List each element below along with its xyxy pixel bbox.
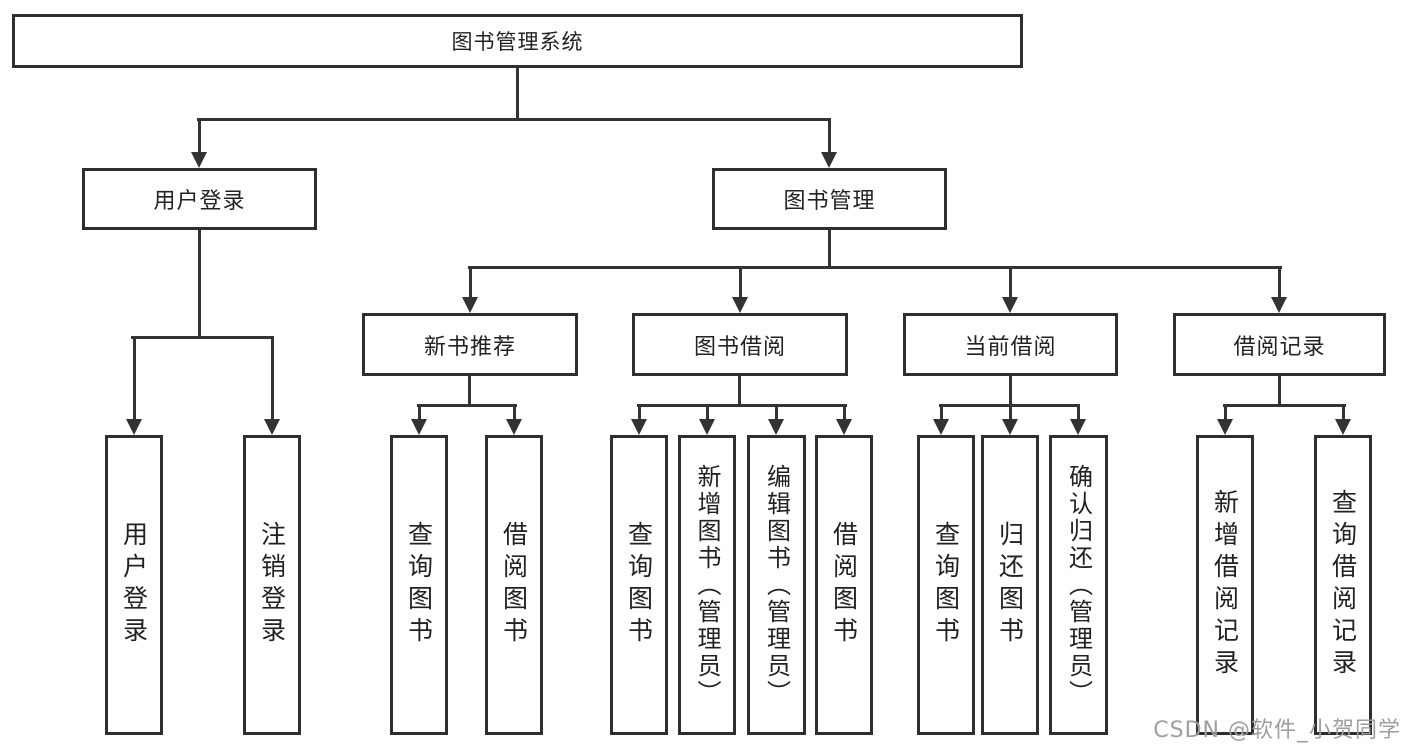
leaf-add-borrow-record: 新增借阅记录 xyxy=(1196,435,1254,735)
leaf-query-book-borrow: 查询图书 xyxy=(610,435,668,735)
arrow-stem xyxy=(939,407,943,419)
arrow-stem xyxy=(842,407,846,419)
connector-line xyxy=(1223,404,1346,407)
connector-arrow xyxy=(699,407,715,435)
connector-arrow xyxy=(732,269,748,313)
arrow-head-icon xyxy=(836,419,852,435)
arrow-head-icon xyxy=(1335,419,1351,435)
connector-line xyxy=(1009,376,1012,407)
arrow-stem xyxy=(468,269,472,297)
connector-line xyxy=(828,230,831,269)
connector-arrow xyxy=(1002,407,1018,435)
connector-arrow xyxy=(264,339,280,435)
arrow-stem xyxy=(1277,269,1281,297)
connector-arrow xyxy=(631,407,647,435)
arrow-head-icon xyxy=(821,152,837,168)
connector-arrow xyxy=(836,407,852,435)
leaf-confirm-return-admin: 确认归还（管理员） xyxy=(1049,435,1108,735)
arrow-head-icon xyxy=(1002,297,1018,313)
arrow-stem xyxy=(417,407,421,419)
arrow-head-icon xyxy=(768,419,784,435)
arrow-stem xyxy=(1008,407,1012,419)
arrow-head-icon xyxy=(732,297,748,313)
arrow-head-icon xyxy=(462,297,478,313)
branch-book-management: 图书管理 xyxy=(712,168,947,230)
leaf-query-borrow-record: 查询借阅记录 xyxy=(1314,435,1372,735)
module-book-borrow: 图书借阅 xyxy=(632,313,848,376)
connector-arrow xyxy=(933,407,949,435)
connector-arrow xyxy=(506,407,522,435)
root-node: 图书管理系统 xyxy=(12,14,1023,68)
connector-arrow xyxy=(1002,269,1018,313)
leaf-query-book-current: 查询图书 xyxy=(917,435,975,735)
arrow-stem xyxy=(1341,407,1345,419)
leaf-logout: 注销登录 xyxy=(243,435,301,735)
leaf-borrow-book-recommend: 借阅图书 xyxy=(485,435,543,735)
connector-arrow xyxy=(1217,407,1233,435)
connector-arrow xyxy=(462,269,478,313)
arrow-head-icon xyxy=(1002,419,1018,435)
arrow-head-icon xyxy=(699,419,715,435)
leaf-query-book-recommend: 查询图书 xyxy=(390,435,448,735)
arrow-head-icon xyxy=(191,152,207,168)
connector-line xyxy=(131,336,274,339)
arrow-stem xyxy=(738,269,742,297)
arrow-stem xyxy=(270,339,274,419)
arrow-stem xyxy=(197,121,201,152)
arrow-stem xyxy=(827,121,831,152)
connector-arrow xyxy=(191,121,207,168)
arrow-head-icon xyxy=(411,419,427,435)
module-current-borrow: 当前借阅 xyxy=(903,313,1118,376)
arrow-stem xyxy=(705,407,709,419)
leaf-return-book: 归还图书 xyxy=(981,435,1039,735)
module-borrow-record: 借阅记录 xyxy=(1173,313,1386,376)
arrow-head-icon xyxy=(126,419,142,435)
connector-line xyxy=(468,266,1282,269)
arrow-head-icon xyxy=(506,419,522,435)
connector-arrow xyxy=(1070,407,1086,435)
connector-arrow xyxy=(126,339,142,435)
arrow-head-icon xyxy=(264,419,280,435)
leaf-add-book-admin: 新增图书（管理员） xyxy=(678,435,736,735)
connector-line xyxy=(468,376,471,407)
arrow-head-icon xyxy=(1217,419,1233,435)
connector-arrow xyxy=(768,407,784,435)
arrow-stem xyxy=(512,407,516,419)
arrow-head-icon xyxy=(1070,419,1086,435)
arrow-stem xyxy=(774,407,778,419)
connector-line xyxy=(939,404,1080,407)
arrow-head-icon xyxy=(1271,297,1287,313)
leaf-borrow-book: 借阅图书 xyxy=(815,435,873,735)
connector-arrow xyxy=(1335,407,1351,435)
connector-line xyxy=(516,68,519,121)
leaf-user-login: 用户登录 xyxy=(105,435,163,735)
connector-line xyxy=(637,404,847,407)
connector-line xyxy=(1278,376,1281,407)
arrow-head-icon xyxy=(631,419,647,435)
connector-line xyxy=(198,230,201,339)
module-new-book-recommend: 新书推荐 xyxy=(362,313,578,376)
arrow-stem xyxy=(1008,269,1012,297)
arrow-stem xyxy=(132,339,136,419)
csdn-watermark: CSDN @软件_小贺同学 xyxy=(1153,718,1401,743)
connector-line xyxy=(738,376,741,407)
arrow-stem xyxy=(637,407,641,419)
arrow-stem xyxy=(1076,407,1080,419)
arrow-stem xyxy=(1223,407,1227,419)
connector-line xyxy=(197,118,831,121)
leaf-edit-book-admin: 编辑图书（管理员） xyxy=(747,435,806,735)
connector-arrow xyxy=(821,121,837,168)
branch-user-login: 用户登录 xyxy=(82,168,317,230)
connector-arrow xyxy=(1271,269,1287,313)
arrow-head-icon xyxy=(933,419,949,435)
connector-arrow xyxy=(411,407,427,435)
connector-line xyxy=(417,404,517,407)
